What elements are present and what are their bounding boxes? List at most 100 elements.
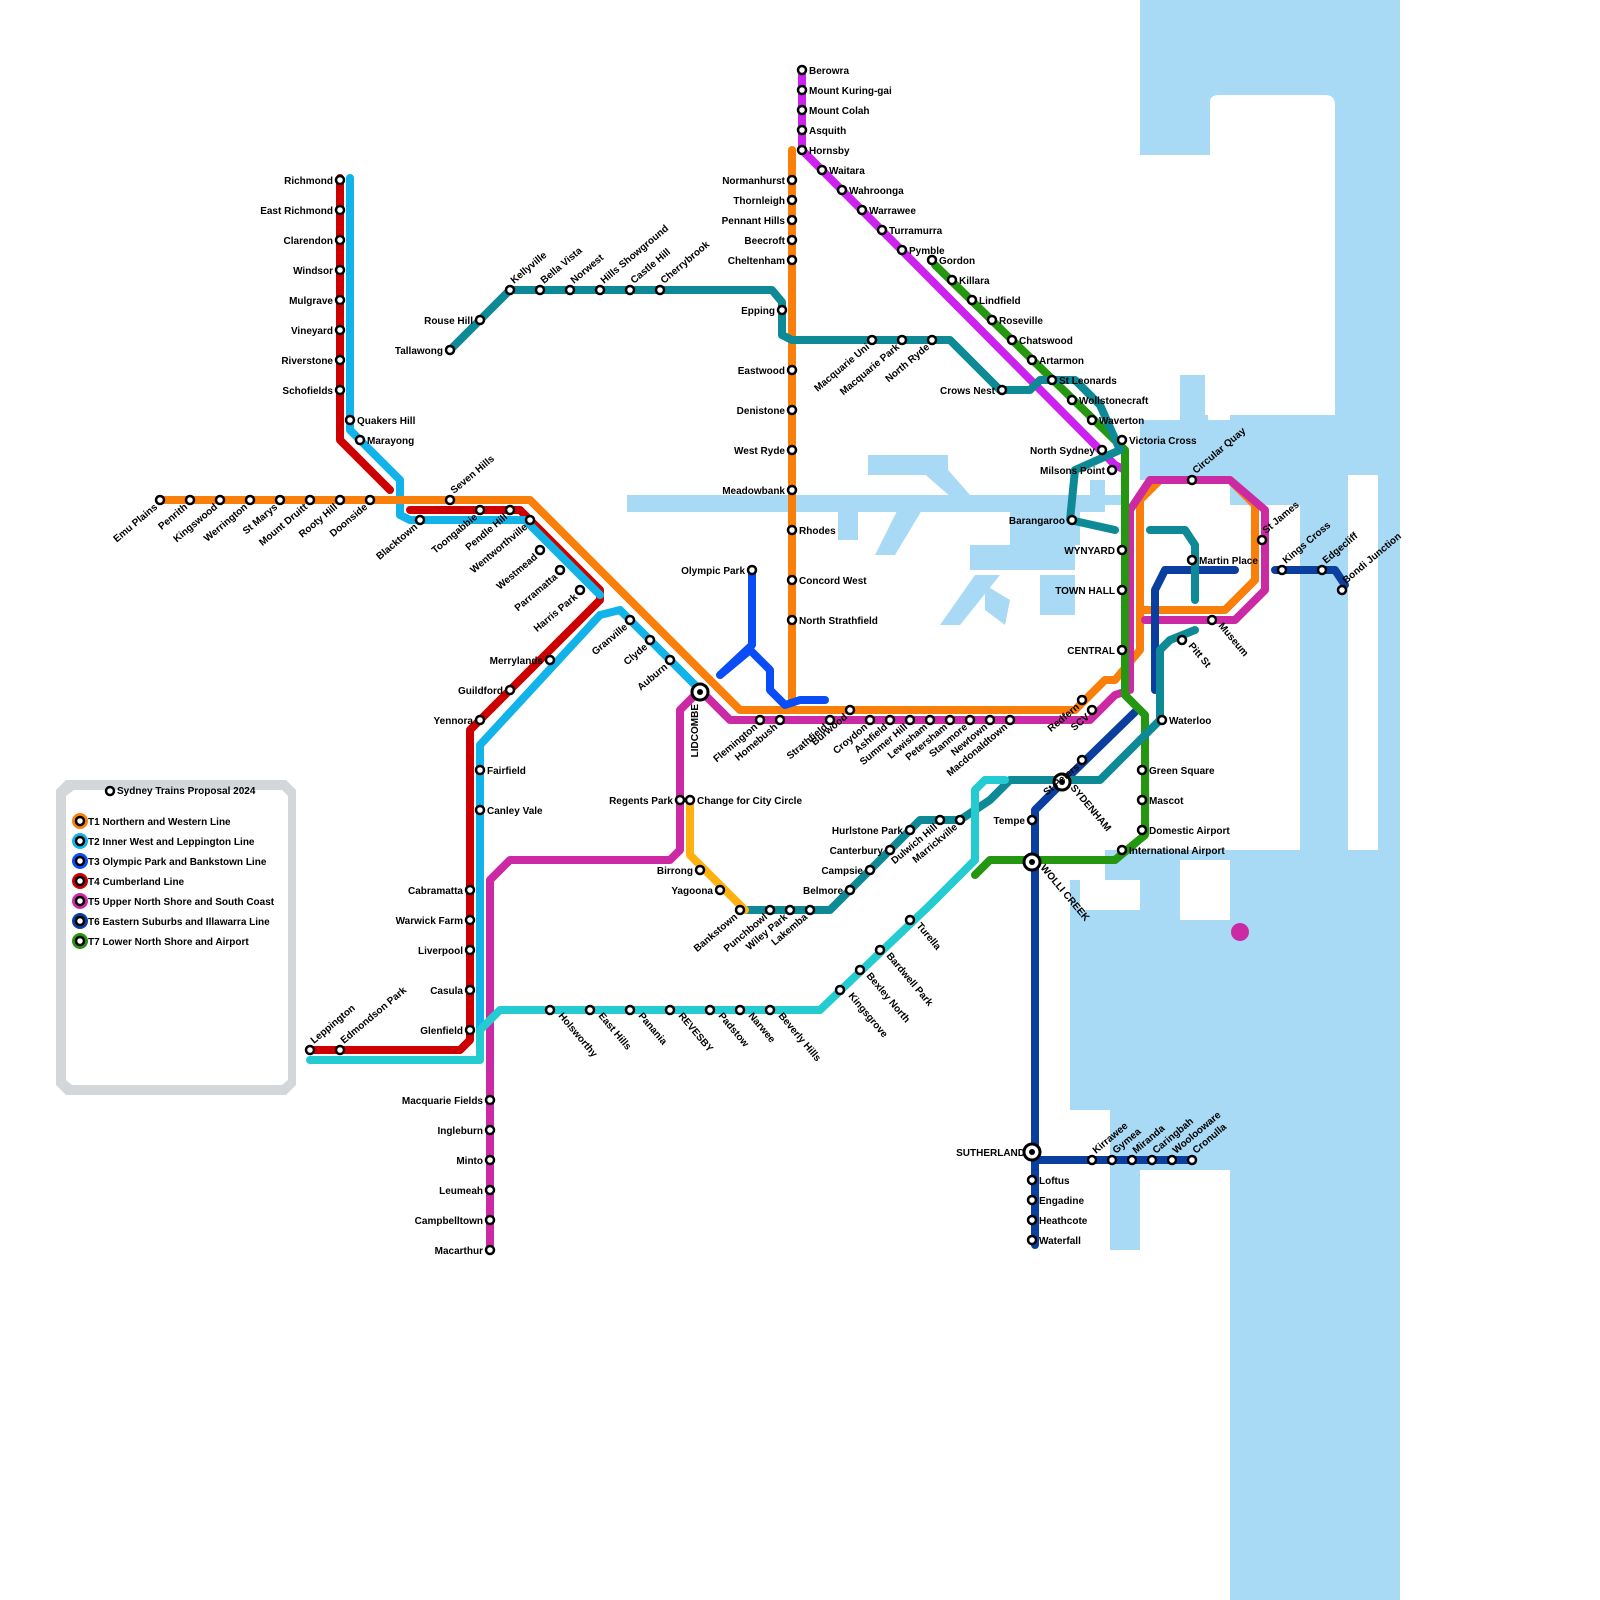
station-marker-revesby[interactable] [664,1004,676,1016]
station-marker-blacktown[interactable] [414,514,426,526]
station-marker-west-ryde[interactable] [786,444,798,456]
station-marker-turramurra[interactable] [876,224,888,236]
station-marker-roseville[interactable] [986,314,998,326]
station-marker-green-square[interactable] [1136,764,1148,776]
station-marker-kellyville[interactable] [504,284,516,296]
station-marker-strathfield[interactable] [824,714,836,726]
station-marker-killara[interactable] [946,274,958,286]
station-marker-berowra[interactable] [796,64,808,76]
station-marker-asquith[interactable] [796,124,808,136]
station-marker-redfern[interactable] [1076,694,1088,706]
station-marker-circular-quay[interactable] [1186,474,1198,486]
station-marker-macarthur[interactable] [484,1244,496,1256]
station-marker-penrith[interactable] [184,494,196,506]
station-marker-pymble[interactable] [896,244,908,256]
station-marker-birrong[interactable] [694,864,706,876]
station-marker-richmond[interactable] [334,174,346,186]
station-marker-kingswood[interactable] [214,494,226,506]
station-marker-tallawong[interactable] [444,344,456,356]
station-marker-meadowbank[interactable] [786,484,798,496]
station-marker-westmead[interactable] [534,544,546,556]
station-marker-petersham[interactable] [944,714,956,726]
station-marker-belmore[interactable] [844,884,856,896]
station-marker-beverly-hills[interactable] [764,1004,776,1016]
station-marker-crows-nest[interactable] [996,384,1008,396]
station-marker-fairfield[interactable] [474,764,486,776]
station-marker-canterbury[interactable] [884,844,896,856]
station-marker-quakers-hill[interactable] [344,414,356,426]
station-marker-mulgrave[interactable] [334,294,346,306]
station-marker-macdonaldtown[interactable] [1004,714,1016,726]
station-marker-domestic-airport[interactable] [1136,824,1148,836]
station-marker-cherrybrook[interactable] [654,284,666,296]
station-marker-glenfield[interactable] [464,1024,476,1036]
station-marker-pendle-hill[interactable] [504,504,516,516]
station-marker-merrylands[interactable] [544,654,556,666]
station-marker-hurlstone-park[interactable] [904,824,916,836]
station-marker-caringbah[interactable] [1146,1154,1158,1166]
station-marker-norwest[interactable] [564,284,576,296]
station-marker-mount-colah[interactable] [796,104,808,116]
station-marker-doonside[interactable] [364,494,376,506]
station-marker-homebush[interactable] [774,714,786,726]
station-marker-rhodes[interactable] [786,524,798,536]
station-marker-rouse-hill[interactable] [474,314,486,326]
station-marker-east-hills[interactable] [584,1004,596,1016]
station-marker-liverpool[interactable] [464,944,476,956]
station-marker-harris-park[interactable] [574,584,586,596]
station-marker-artarmon[interactable] [1026,354,1038,366]
station-marker-lindfield[interactable] [966,294,978,306]
station-marker-casula[interactable] [464,984,476,996]
station-marker-bankstown[interactable] [734,904,746,916]
station-marker-canley-vale[interactable] [474,804,486,816]
station-marker-warrawee[interactable] [856,204,868,216]
station-marker-mount-kuring-gai[interactable] [796,84,808,96]
station-marker-change-city-circle[interactable] [684,794,696,806]
station-marker-wentworthville[interactable] [524,514,536,526]
station-marker-campsie[interactable] [864,864,876,876]
station-marker-macquarie-fields[interactable] [484,1094,496,1106]
station-marker-st-marys[interactable] [274,494,286,506]
station-marker-warwick-farm[interactable] [464,914,476,926]
station-marker-marayong[interactable] [354,434,366,446]
station-marker-kirrawee[interactable] [1086,1154,1098,1166]
station-marker-mount-druitt[interactable] [304,494,316,506]
station-marker-loftus[interactable] [1026,1174,1038,1186]
station-marker-yennora[interactable] [474,714,486,726]
station-marker-parramatta[interactable] [554,564,566,576]
station-marker-epping[interactable] [776,304,788,316]
station-marker-victoria-cross[interactable] [1116,434,1128,446]
station-marker-chatswood[interactable] [1006,334,1018,346]
station-marker-milsons-point[interactable] [1106,464,1118,476]
station-marker-bella-vista[interactable] [534,284,546,296]
station-marker-riverstone[interactable] [334,354,346,366]
station-marker-waverton[interactable] [1086,414,1098,426]
station-marker-panania[interactable] [624,1004,636,1016]
station-marker-thornleigh[interactable] [786,194,798,206]
station-marker-bexley-north[interactable] [854,964,866,976]
station-marker-engadine[interactable] [1026,1194,1038,1206]
station-marker-gordon[interactable] [926,254,938,266]
station-marker-edmondson-park[interactable] [334,1044,346,1056]
station-marker-north-ryde[interactable] [926,334,938,346]
station-marker-st-james[interactable] [1256,534,1268,546]
station-marker-burwood[interactable] [844,704,856,716]
station-marker-clyde[interactable] [644,634,656,646]
station-marker-town-hall[interactable] [1116,584,1128,596]
station-marker-wynyard[interactable] [1116,544,1128,556]
station-marker-ingleburn[interactable] [484,1124,496,1136]
station-marker-stanmore[interactable] [964,714,976,726]
station-marker-pitt-st[interactable] [1176,634,1188,646]
station-marker-castle-hill[interactable] [624,284,636,296]
station-marker-denistone[interactable] [786,404,798,416]
station-marker-minto[interactable] [484,1154,496,1166]
station-marker-flemington[interactable] [754,714,766,726]
station-marker-holsworthy[interactable] [544,1004,556,1016]
station-marker-mascot[interactable] [1136,794,1148,806]
station-marker-waterfall[interactable] [1026,1234,1038,1246]
station-marker-north-sydney[interactable] [1096,444,1108,456]
station-marker-concord-west[interactable] [786,574,798,586]
station-marker-bondi-junction[interactable] [1336,584,1348,596]
station-marker-edgecliff[interactable] [1316,564,1328,576]
station-marker-kingsgrove[interactable] [834,984,846,996]
